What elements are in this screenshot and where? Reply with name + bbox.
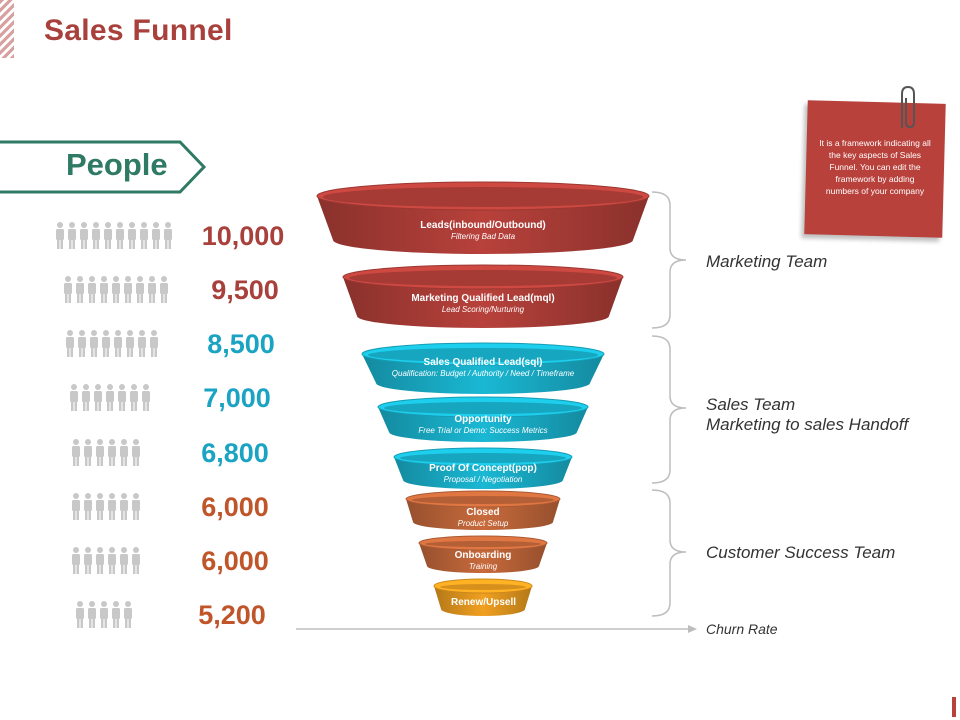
funnel-stage-label: Proof Of Concept(pop)Proposal / Negotiat… (413, 463, 553, 485)
funnel-stage-label: OpportunityFree Trial or Demo: Success M… (399, 414, 567, 436)
funnel-stage-opening (323, 187, 643, 207)
marketing-bracket (652, 192, 686, 328)
funnel-stage-opening (440, 584, 526, 590)
customer-success-bracket (652, 490, 686, 616)
customer-success-team-label: Customer Success Team (706, 543, 895, 563)
funnel-stage-label: Renew/Upsell (451, 597, 515, 609)
funnel-stage-name: Marketing Qualified Lead(mql) (367, 293, 599, 305)
funnel-stage-description: Product Setup (423, 519, 543, 529)
funnel-stage-description: Training (437, 562, 529, 572)
funnel-stage-name: Proof Of Concept(pop) (413, 463, 553, 475)
funnel-stage-name: Onboarding (437, 550, 529, 562)
funnel-stage-name: Renew/Upsell (451, 597, 515, 609)
marketing-team-label: Marketing Team (706, 252, 827, 272)
handoff-label: Marketing to sales Handoff (706, 415, 908, 435)
sales-team-label: Sales Team (706, 395, 795, 415)
churn-arrow-head-icon (688, 625, 697, 633)
funnel-stage-description: Filtering Bad Data (343, 232, 623, 242)
funnel-stage-name: Closed (423, 507, 543, 519)
funnel-stage-opening (412, 496, 554, 504)
sales-bracket (652, 336, 686, 483)
churn-rate-label: Churn Rate (706, 621, 778, 637)
funnel-stage-description: Qualification: Budget / Authority / Need… (386, 369, 580, 379)
funnel-stage-label: Leads(inbound/Outbound)Filtering Bad Dat… (343, 220, 623, 242)
funnel-stage-opening (349, 270, 617, 286)
funnel-stage-description: Lead Scoring/Nurturing (367, 305, 599, 315)
funnel-stage-opening (384, 402, 582, 414)
sticky-note-text: It is a framework indicating all the key… (818, 137, 932, 197)
funnel-stage-name: Opportunity (399, 414, 567, 426)
funnel-stage-label: Marketing Qualified Lead(mql)Lead Scorin… (367, 293, 599, 315)
funnel-stage-opening (400, 453, 566, 463)
funnel-stage-opening (425, 541, 541, 547)
corner-mark (952, 697, 956, 717)
funnel-stage-description: Free Trial or Demo: Success Metrics (399, 426, 567, 436)
funnel-stage-name: Sales Qualified Lead(sql) (386, 357, 580, 369)
funnel-stage-description: Proposal / Negotiation (413, 475, 553, 485)
funnel-stage-label: Sales Qualified Lead(sql)Qualification: … (386, 357, 580, 379)
funnel-stage-name: Leads(inbound/Outbound) (343, 220, 623, 232)
funnel-stage (317, 182, 649, 254)
paperclip-icon (892, 84, 920, 132)
